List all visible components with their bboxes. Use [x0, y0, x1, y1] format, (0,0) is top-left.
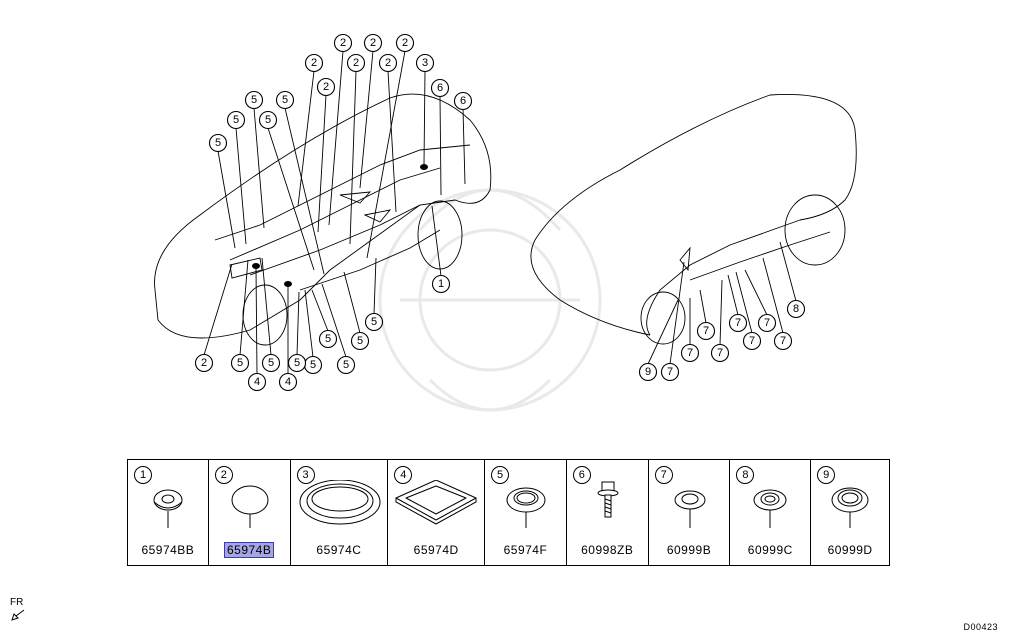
part-number: 60999D — [827, 543, 873, 557]
legend-cell-4[interactable]: 4 65974D — [388, 460, 486, 565]
part-number: 65974C — [316, 543, 362, 557]
callout-label: 2 — [370, 37, 376, 49]
grommet-medium-icon — [753, 489, 787, 528]
callout-label: 7 — [764, 317, 770, 329]
callout-label: 2 — [402, 37, 408, 49]
parts-diagram: 2 2 2 2 2 2 2 3 6 6 5 5 5 5 5 5 5 1 5 5 … — [154, 33, 857, 412]
grommet-small-icon — [674, 490, 706, 528]
legend-number: 1 — [134, 466, 152, 484]
vehicle-side-right — [530, 94, 857, 345]
legend-number: 8 — [736, 466, 755, 484]
part-number: 65974F — [503, 543, 548, 557]
plug-round-icon — [231, 485, 269, 528]
legend-cell-7[interactable]: 7 60999B — [649, 460, 731, 565]
callout-label: 8 — [793, 303, 799, 315]
vehicle-underbody-left — [154, 93, 492, 346]
legend-cell-6[interactable]: 6 60998ZB — [567, 460, 649, 565]
callout-label: 5 — [325, 333, 331, 345]
legend-number: 3 — [296, 466, 315, 484]
callout-label: 7 — [780, 335, 786, 347]
callout-label: 5 — [371, 316, 377, 328]
callout-label: 5 — [251, 94, 257, 106]
callout-label: 5 — [294, 357, 300, 369]
callout-label: 2 — [353, 57, 359, 69]
legend-number: 6 — [572, 466, 591, 484]
legend-cell-8[interactable]: 8 60999C — [730, 460, 812, 565]
part-number: 60999B — [666, 543, 712, 557]
callout-label: 5 — [265, 114, 271, 126]
legend-number: 5 — [491, 466, 510, 484]
grommet-round-icon — [506, 487, 546, 528]
legend-number: 7 — [654, 466, 673, 484]
callout-label: 1 — [438, 278, 444, 290]
callout-label: 5 — [357, 335, 363, 347]
watermark-emblem — [378, 188, 602, 412]
callout-label: 6 — [437, 82, 443, 94]
legend-number: 9 — [817, 466, 836, 484]
callout-label: 5 — [310, 359, 316, 371]
callouts-left: 2 2 2 2 2 2 2 3 6 6 5 5 5 5 5 5 5 1 5 5 … — [194, 33, 473, 392]
callout-label: 2 — [311, 57, 317, 69]
callout-label: 9 — [645, 366, 651, 378]
callout-label: 2 — [323, 81, 329, 93]
grommet-large-icon — [831, 487, 869, 528]
callout-label: 4 — [254, 376, 260, 388]
parts-legend: 1 65974BB 2 65974B 3 65974C 4 — [127, 459, 890, 566]
legend-cell-1[interactable]: 1 65974BB — [128, 460, 209, 565]
plug-square-icon — [395, 480, 477, 525]
callout-label: 3 — [422, 57, 428, 69]
part-number: 60999C — [747, 543, 793, 557]
legend-number: 4 — [394, 466, 413, 484]
callout-label: 5 — [282, 94, 288, 106]
reference-code: D00423 — [963, 622, 998, 632]
callout-label: 5 — [343, 359, 349, 371]
callout-label: 7 — [749, 335, 755, 347]
callout-label: 5 — [268, 357, 274, 369]
plug-large-round-icon — [299, 480, 381, 525]
callout-label: 5 — [233, 114, 239, 126]
callout-label: 5 — [237, 357, 243, 369]
callout-label: 7 — [667, 366, 673, 378]
front-direction-indicator: FR — [10, 597, 26, 625]
callout-label: 7 — [687, 347, 693, 359]
callout-label: 7 — [717, 347, 723, 359]
arrow-front-icon — [11, 609, 25, 621]
callout-label: 5 — [215, 137, 221, 149]
callout-label: 2 — [340, 37, 346, 49]
part-number: 65974BB — [141, 543, 195, 557]
callout-label: 6 — [460, 95, 466, 107]
callout-label: 4 — [285, 376, 291, 388]
front-label: FR — [10, 597, 24, 608]
legend-cell-3[interactable]: 3 65974C — [291, 460, 389, 565]
callout-label: 2 — [201, 357, 207, 369]
callout-label: 7 — [735, 317, 741, 329]
legend-number: 2 — [214, 466, 233, 484]
part-number: 65974D — [413, 543, 459, 557]
callouts-right: 8 7 7 7 7 7 7 7 9 7 — [638, 241, 806, 382]
grommet-oval-icon — [153, 489, 183, 528]
legend-cell-2[interactable]: 2 65974B — [209, 460, 291, 565]
bolt-icon — [597, 481, 619, 518]
part-number: 60998ZB — [581, 543, 634, 557]
legend-cell-5[interactable]: 5 65974F — [485, 460, 567, 565]
callout-label: 7 — [703, 325, 709, 337]
callout-label: 2 — [385, 57, 391, 69]
legend-cell-9[interactable]: 9 60999D — [811, 460, 889, 565]
part-number-highlighted[interactable]: 65974B — [223, 542, 275, 558]
